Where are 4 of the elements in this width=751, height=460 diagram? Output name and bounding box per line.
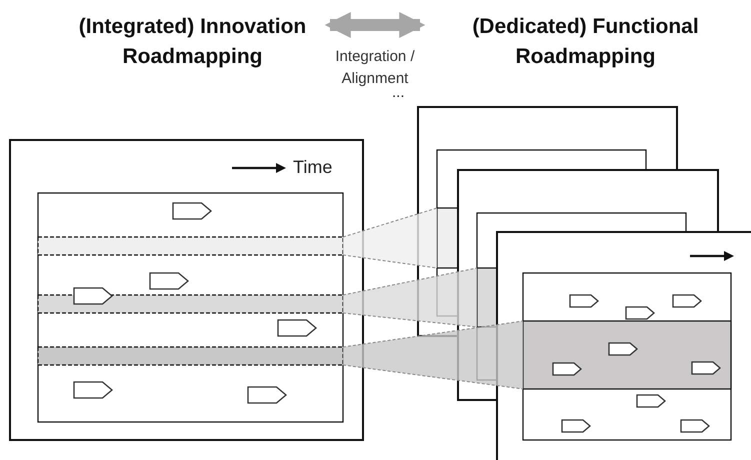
axis-label: Time xyxy=(293,157,332,178)
heading: (Integrated) Innovation Roadmapping xyxy=(55,12,330,72)
heading: (Dedicated) Functional Roadmapping xyxy=(420,12,751,72)
double-arrow xyxy=(324,12,426,38)
